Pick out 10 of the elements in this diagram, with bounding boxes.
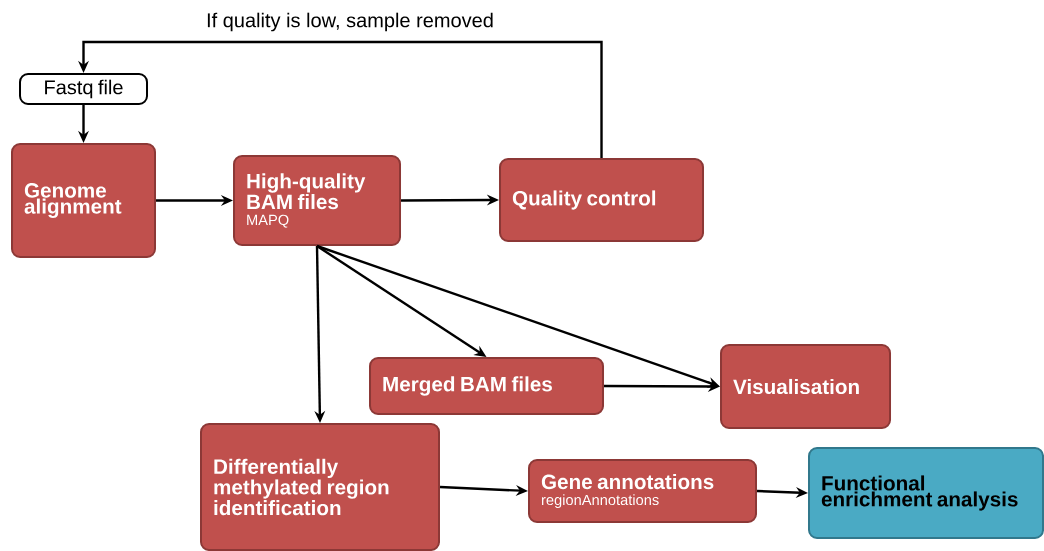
process-box: Differentially methylated region identification [200, 423, 440, 551]
process-box: Quality control [499, 158, 704, 242]
process-box: Genome alignment [11, 143, 156, 258]
edge-label: If quality is low, sample removed [207, 12, 493, 32]
process-box: Merged BAM files [369, 357, 604, 415]
process-box: Visualisation [720, 344, 891, 429]
process-box: High-quality BAM files MAPQ [233, 155, 401, 246]
process-box: Gene annotations regionAnnotations [528, 459, 757, 523]
process-box: Functional enrichment analysis [808, 447, 1044, 539]
file-box: Fastq file [19, 73, 148, 105]
